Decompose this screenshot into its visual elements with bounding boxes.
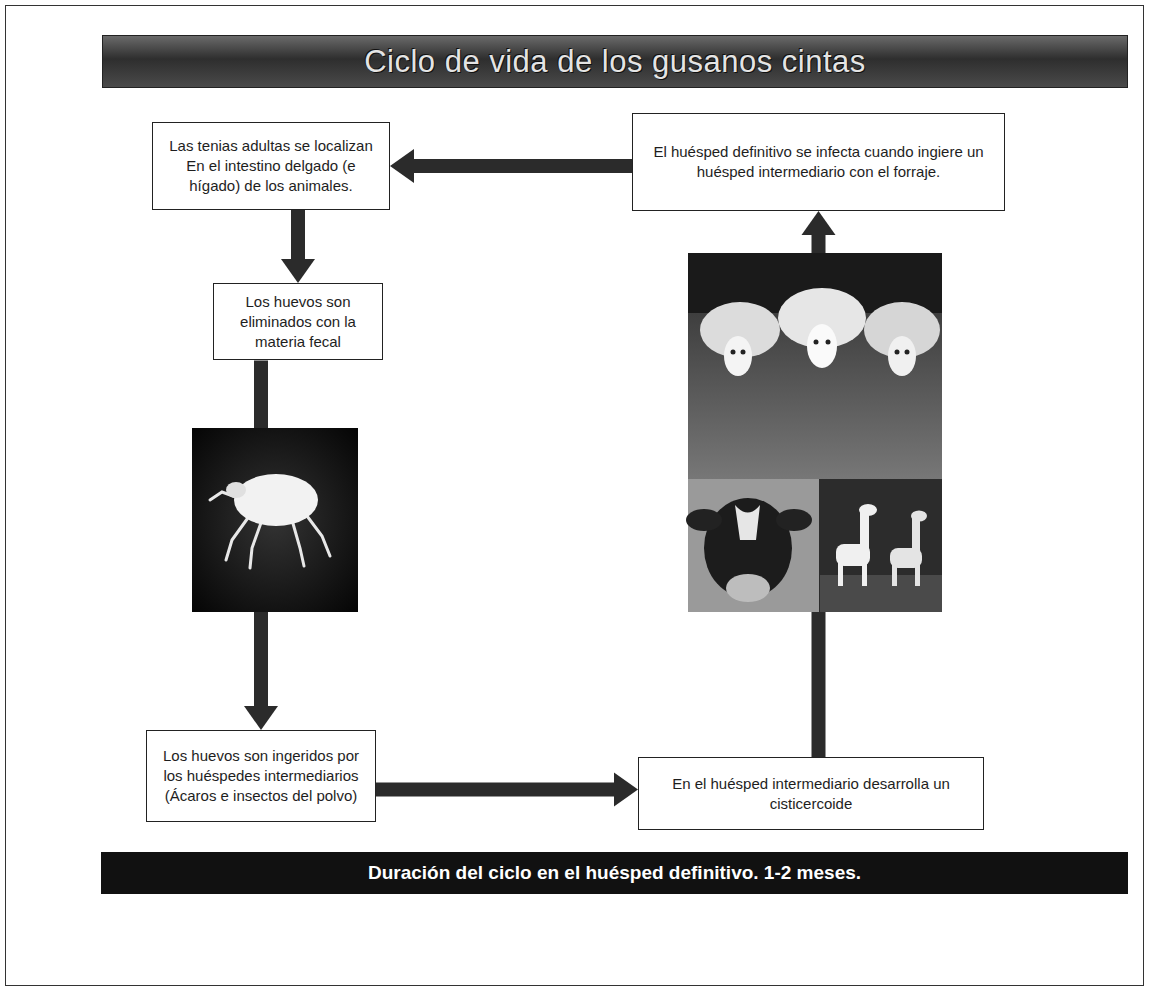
- sheep-face: [724, 336, 752, 376]
- process-box: En el huésped intermediario desarrolla u…: [638, 757, 984, 830]
- cow-muzzle: [726, 574, 770, 602]
- sheep-photo: [688, 253, 942, 479]
- flow-arrow: [281, 210, 315, 283]
- sheep-face: [807, 324, 837, 368]
- box-text: El huésped definitivo se infecta cuando …: [643, 142, 994, 182]
- caption-band: Duración del ciclo en el huésped definit…: [101, 852, 1128, 894]
- sheep-eye: [741, 350, 746, 355]
- llama-figure: [836, 504, 877, 586]
- process-box: Las tenias adultas se localizan En el in…: [152, 122, 390, 210]
- sheep-eye: [731, 350, 736, 355]
- arrow-shaft: [291, 210, 305, 259]
- process-box: Los huevos son eliminados con la materia…: [213, 283, 383, 360]
- photo-ground: [688, 479, 819, 612]
- box-text: Los huevos son eliminados con la materia…: [224, 292, 372, 351]
- arrow-head: [802, 211, 836, 235]
- sheep-eye: [826, 340, 831, 345]
- photo-ground: [688, 253, 942, 479]
- llama-photo: [820, 479, 942, 612]
- box-text: Las tenias adultas se localizan En el in…: [163, 136, 379, 195]
- cow-ear: [776, 509, 812, 531]
- box-text: En el huésped intermediario desarrolla u…: [649, 774, 973, 814]
- arrow-shaft: [376, 783, 614, 797]
- mite-photo: [192, 428, 358, 612]
- diagram-caption: Duración del ciclo en el huésped definit…: [368, 862, 861, 884]
- arrow-head: [390, 149, 414, 183]
- cow-photo: [686, 479, 819, 612]
- title-band: Ciclo de vida de los gusanos cintas: [102, 35, 1128, 88]
- mite-body: [234, 474, 318, 526]
- flow-arrow: [390, 149, 632, 183]
- arrow-head: [281, 259, 315, 283]
- arrow-shaft: [414, 159, 632, 173]
- llama-figure: [890, 511, 927, 587]
- diagram-title: Ciclo de vida de los gusanos cintas: [364, 44, 866, 80]
- photo-ground: [820, 479, 942, 612]
- sheep-eye: [814, 340, 819, 345]
- box-text: Los huevos son ingeridos por los huésped…: [157, 746, 365, 805]
- arrow-head: [244, 706, 278, 730]
- sheep-face: [888, 336, 916, 376]
- process-box: El huésped definitivo se infecta cuando …: [632, 113, 1005, 211]
- mite-head: [226, 482, 246, 498]
- arrow-head: [614, 773, 638, 807]
- sheep-eye: [905, 350, 910, 355]
- cow-blaze: [735, 505, 760, 540]
- cow-ear: [686, 509, 722, 531]
- photo-ground: [192, 428, 358, 612]
- sheep-eye: [895, 350, 900, 355]
- flow-arrow: [376, 773, 638, 807]
- process-box: Los huevos son ingeridos por los huésped…: [146, 730, 376, 822]
